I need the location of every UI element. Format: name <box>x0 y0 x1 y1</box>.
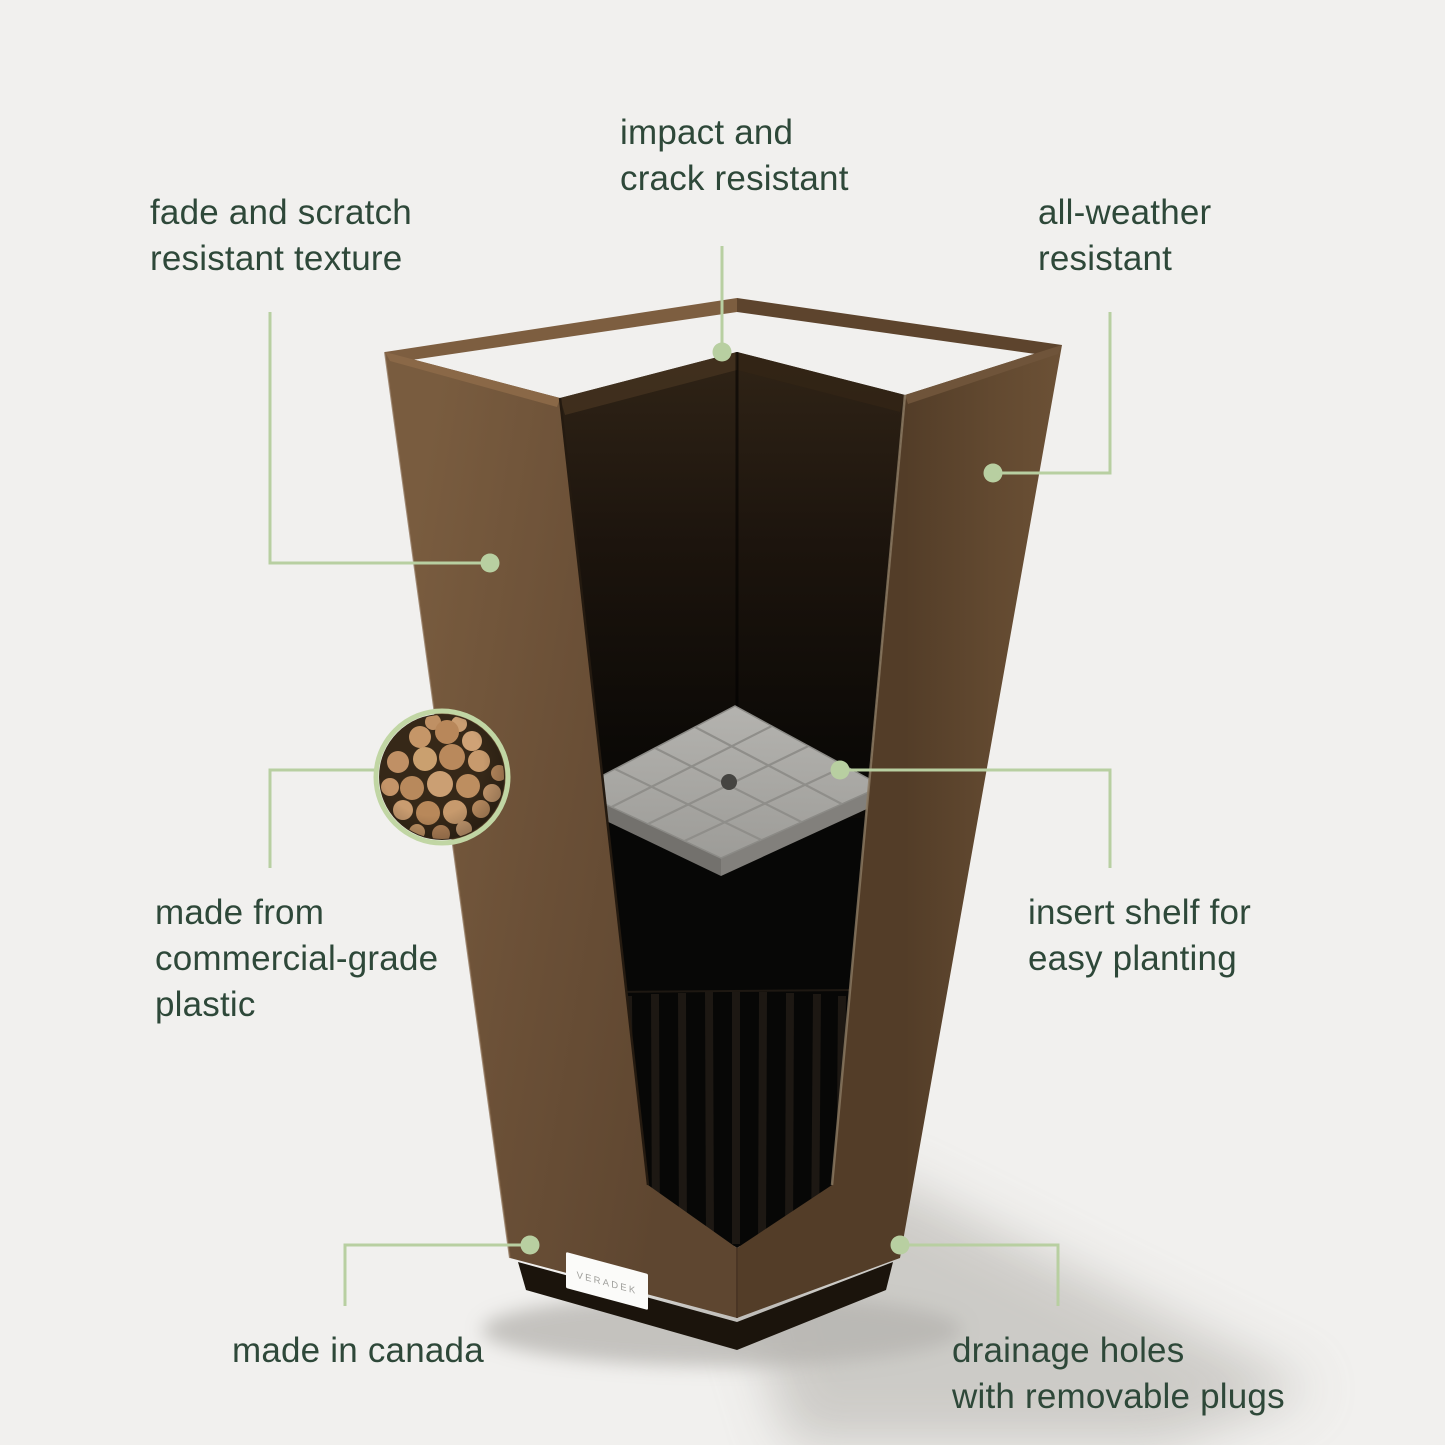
detail-circle-ring <box>373 708 511 846</box>
callout-line-shelf <box>849 768 1112 868</box>
material-detail-circle <box>373 708 511 846</box>
callout-dot-canada <box>520 1235 540 1255</box>
callout-dot-impact <box>712 342 732 362</box>
rim-back-right <box>737 298 1062 356</box>
callout-dot-drainage <box>890 1235 910 1255</box>
callout-all-weather: all-weather resistant <box>1038 193 1212 278</box>
callout-line-plastic <box>268 768 374 868</box>
callout-commercial-plastic: made from commercial-grade plastic <box>155 893 439 1024</box>
cut-edge-left <box>558 397 650 1186</box>
front-left-face <box>385 352 737 1318</box>
rim-back-left <box>385 298 737 362</box>
callout-insert-shelf: insert shelf for easy planting <box>1028 893 1252 978</box>
callout-line-fade <box>268 312 481 565</box>
callout-lines <box>268 246 1112 1306</box>
interior-upper-right-wall <box>737 352 905 412</box>
callout-dots <box>480 342 1003 1255</box>
insert-shelf <box>573 705 884 876</box>
rim-front-left <box>385 352 560 407</box>
callout-made-in-canada: made in canada <box>232 1331 484 1370</box>
callout-dot-weather <box>983 463 1003 483</box>
callout-line-canada <box>343 1243 521 1306</box>
rim-front-right <box>905 345 1062 404</box>
callout-dot-fade <box>480 553 500 573</box>
interior-upper-left-wall <box>560 352 737 415</box>
planter: veradek <box>384 298 1062 1350</box>
shelf-center-hole <box>721 774 737 790</box>
callout-impact-crack: impact and crack resistant <box>620 113 849 198</box>
front-right-face <box>737 345 1062 1318</box>
callout-line-drainage <box>909 1243 1060 1306</box>
brand-plate: veradek <box>566 1252 648 1310</box>
base-plinth <box>518 1262 893 1350</box>
callout-line-weather <box>1002 312 1112 475</box>
callout-fade-scratch: fade and scratch resistant texture <box>150 193 412 278</box>
callout-drainage: drainage holes with removable plugs <box>952 1331 1285 1416</box>
callout-dot-shelf <box>830 760 850 780</box>
cut-edge-right <box>830 394 907 1186</box>
